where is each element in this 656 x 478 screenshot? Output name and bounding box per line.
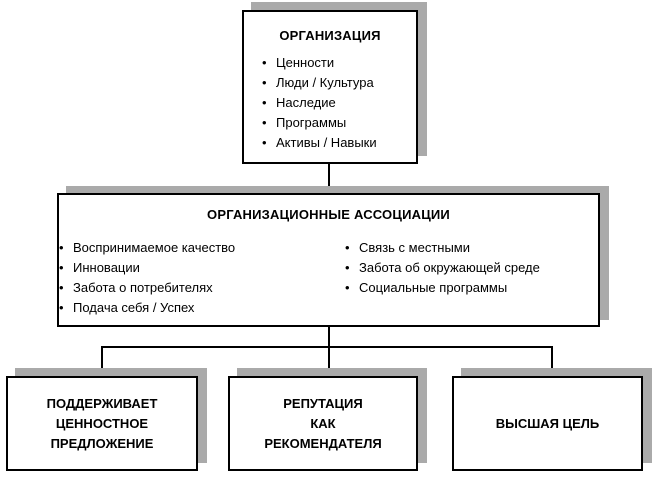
organization-title: ОРГАНИЗАЦИЯ bbox=[279, 28, 381, 43]
value-proposition-box: ПОДДЕРЖИВАЕТ ЦЕННОСТНОЕ ПРЕДЛОЖЕНИЕ bbox=[6, 376, 198, 471]
organization-list-item: Ценности bbox=[262, 53, 416, 73]
value-proposition-label-line: ЦЕННОСТНОЕ bbox=[55, 415, 149, 431]
higher-purpose-box: ВЫСШАЯ ЦЕЛЬ bbox=[452, 376, 643, 471]
connector-org-to-assoc bbox=[328, 163, 330, 194]
reputation-label-line: РЕКОМЕНДАТЕЛЯ bbox=[264, 435, 382, 451]
reputation-label: РЕПУТАЦИЯ КАК РЕКОМЕНДАТЕЛЯ bbox=[264, 394, 381, 454]
association-list-item: Забота об окружающей среде bbox=[345, 258, 598, 278]
connector-branch-right bbox=[551, 346, 553, 376]
association-list-item: Подача себя / Успех bbox=[59, 298, 345, 318]
organization-list-item: Активы / Навыки bbox=[262, 133, 416, 153]
organization-list: ЦенностиЛюди / КультураНаследиеПрограммы… bbox=[244, 53, 416, 153]
connector-branch-left bbox=[101, 346, 103, 376]
organization-list-item: Наследие bbox=[262, 93, 416, 113]
connector-branch-horizontal bbox=[101, 346, 553, 348]
organization-list-item: Люди / Культура bbox=[262, 73, 416, 93]
value-proposition-label-line: ПОДДЕРЖИВАЕТ bbox=[46, 395, 158, 411]
associations-title: ОРГАНИЗАЦИОННЫЕ АССОЦИАЦИИ bbox=[207, 207, 450, 222]
connector-assoc-stem-center bbox=[328, 326, 330, 376]
higher-purpose-label-line: ВЫСШАЯ ЦЕЛЬ bbox=[495, 415, 600, 431]
association-list-item: Забота о потребителях bbox=[59, 278, 345, 298]
associations-list-left: Воспринимаемое качествоИнновацииЗабота о… bbox=[59, 238, 345, 318]
associations-columns: Воспринимаемое качествоИнновацииЗабота о… bbox=[59, 238, 598, 318]
reputation-box: РЕПУТАЦИЯ КАК РЕКОМЕНДАТЕЛЯ bbox=[228, 376, 418, 471]
association-list-item: Инновации bbox=[59, 258, 345, 278]
reputation-label-line: КАК bbox=[310, 415, 336, 431]
associations-list-right: Связь с местнымиЗабота об окружающей сре… bbox=[345, 238, 598, 318]
associations-box: ОРГАНИЗАЦИОННЫЕ АССОЦИАЦИИ Воспринимаемо… bbox=[57, 193, 600, 327]
organization-list-item: Программы bbox=[262, 113, 416, 133]
value-proposition-label-line: ПРЕДЛОЖЕНИЕ bbox=[50, 435, 154, 451]
reputation-label-line: РЕПУТАЦИЯ bbox=[283, 395, 363, 411]
association-list-item: Воспринимаемое качество bbox=[59, 238, 345, 258]
higher-purpose-label: ВЫСШАЯ ЦЕЛЬ bbox=[496, 414, 600, 434]
organization-box: ОРГАНИЗАЦИЯ ЦенностиЛюди / КультураНасле… bbox=[242, 10, 418, 164]
association-list-item: Связь с местными bbox=[345, 238, 598, 258]
value-proposition-label: ПОДДЕРЖИВАЕТ ЦЕННОСТНОЕ ПРЕДЛОЖЕНИЕ bbox=[47, 394, 158, 454]
association-list-item: Социальные программы bbox=[345, 278, 598, 298]
